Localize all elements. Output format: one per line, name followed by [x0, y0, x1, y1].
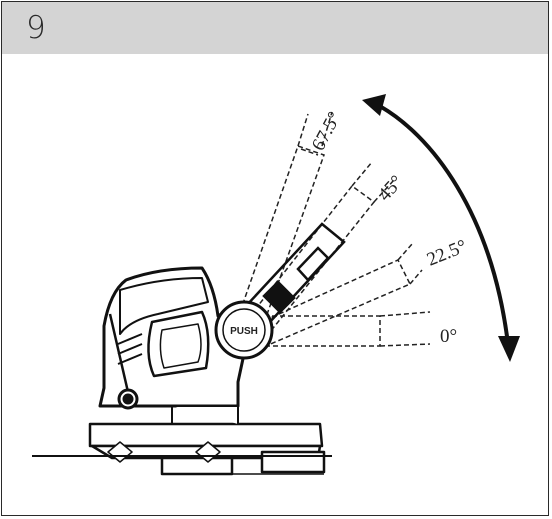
angle-label-45: 45°: [374, 172, 407, 206]
angle-label-22-5: 22.5°: [424, 236, 470, 271]
push-button-knob: PUSH: [214, 300, 274, 360]
shaft-0: [264, 311, 431, 347]
push-label: PUSH: [230, 326, 258, 337]
shaft-45: [249, 161, 395, 333]
shaft-22-5: [256, 243, 423, 347]
trimmer-illustration: PUSH 67.5° 45° 22.5° 0°: [32, 94, 520, 476]
trimmer-base: [88, 405, 326, 476]
arrow-head-top: [362, 94, 386, 116]
step-header: 9: [2, 2, 548, 54]
angle-label-0: 0°: [440, 326, 457, 347]
shaft-67-5: [239, 111, 333, 321]
arrow-head-bottom: [498, 336, 520, 362]
step-number: 9: [26, 10, 46, 46]
rotation-arrow: [375, 102, 510, 345]
angle-label-67-5: 67.5°: [308, 108, 346, 154]
motor-housing: [98, 266, 246, 410]
